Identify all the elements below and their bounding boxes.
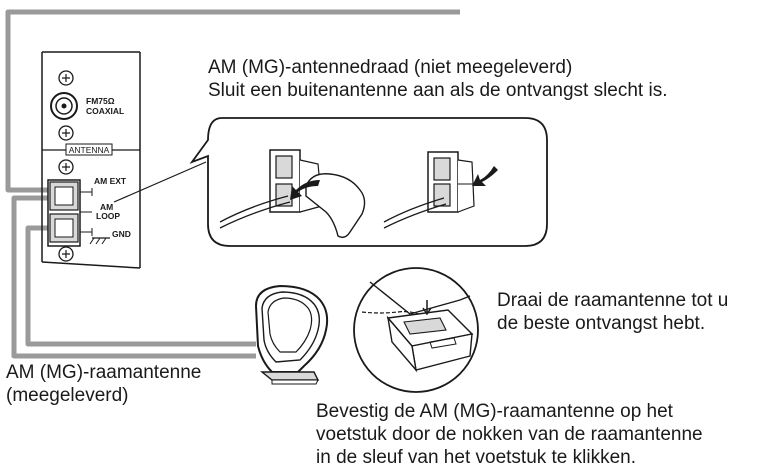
rotate-loop-caption-line2: de beste ontvangst hebt. (497, 313, 706, 334)
terminal-closeup-callout (189, 117, 548, 247)
am-loop-antenna-icon (254, 284, 329, 385)
screw-icon (58, 70, 74, 86)
am-label: AM (100, 202, 113, 212)
am-ext-label: AM EXT (94, 176, 127, 186)
wire-antenna-caption-line2: Sluit een buitenantenne aan als de ontva… (208, 80, 668, 101)
fm-coaxial-jack-icon (50, 92, 78, 120)
coaxial-label: COAXIAL (86, 106, 124, 116)
finger-icon (305, 173, 366, 239)
loop-label: LOOP (96, 211, 120, 221)
wire-antenna-caption-line1: AM (MG)-antennedraad (niet meegeleverd) (208, 57, 573, 78)
attach-stand-caption-line3: in de sleuf van het voetstuk te klikken. (316, 447, 637, 468)
gnd-label: GND (112, 229, 131, 239)
rear-panel: FM75Ω COAXIAL ANTENNA AM EXT AM LOOP GND (41, 51, 141, 269)
screw-icon (58, 246, 74, 262)
wire-antenna-cable-lower (11, 195, 256, 359)
fm-label: FM75Ω (86, 96, 115, 106)
press-arrow-icon (290, 180, 320, 200)
ground-icon (89, 237, 110, 245)
attach-stand-caption: Bevestig de AM (MG)-raamantenne op het v… (316, 400, 703, 469)
loop-antenna-caption: AM (MG)-raamantenne (meegeleverd) (6, 361, 201, 407)
attach-stand-caption-line1: Bevestig de AM (MG)-raamantenne op het (316, 401, 673, 422)
loop-antenna-caption-line1: AM (MG)-raamantenne (6, 362, 202, 383)
callout-pointer-line (113, 161, 207, 203)
release-arrow-icon (472, 166, 498, 186)
terminal-press-closeup (219, 149, 366, 239)
screw-icon (58, 159, 74, 175)
attach-stand-caption-line2: voetstuk door de nokken van de raamanten… (316, 424, 703, 445)
rotate-loop-caption-line1: Draai de raamantenne tot u (497, 290, 729, 311)
down-arrow-icon (422, 300, 432, 316)
am-terminal-block (47, 179, 93, 247)
antenna-label: ANTENNA (69, 145, 110, 155)
terminal-release-closeup (383, 151, 498, 229)
loop-antenna-caption-line2: (meegeleverd) (6, 385, 129, 406)
wire-antenna-cable (5, 9, 460, 193)
rotate-loop-caption: Draai de raamantenne tot u de beste ontv… (497, 289, 728, 335)
wire-antenna-caption: AM (MG)-antennedraad (niet meegeleverd) … (208, 56, 668, 102)
stand-closeup-magnifier (353, 267, 479, 393)
screw-icon (58, 125, 74, 141)
loop-antenna-cable (25, 225, 256, 347)
